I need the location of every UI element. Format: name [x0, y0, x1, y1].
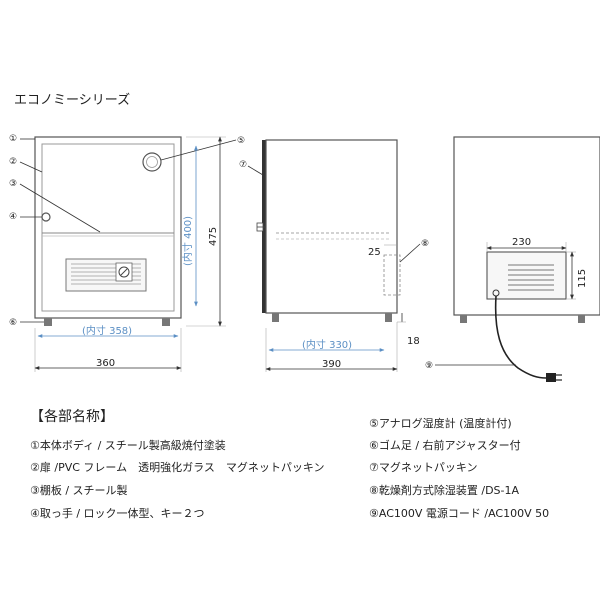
- legend-item-8: ⑧乾燥剤方式除湿装置 /DS-1A: [369, 483, 519, 497]
- callout-4: ④: [9, 212, 17, 222]
- hygrometer-dial: [142, 152, 162, 172]
- front-door-frame: [41, 143, 175, 312]
- front-width: 360: [96, 358, 115, 369]
- legend-heading: 【各部名称】: [30, 409, 114, 425]
- power-cord: [494, 295, 547, 379]
- back-view: ⑨ 230 115: [425, 136, 600, 382]
- callout-2: ②: [9, 157, 17, 167]
- power-plug: [546, 373, 556, 382]
- callout-9: ⑨: [425, 361, 433, 371]
- legend-item-1: ①本体ボディ / スチール製高級焼付塗装: [30, 438, 226, 452]
- legend-item-4: ④取っ手 / ロック一体型、キー２つ: [30, 506, 205, 520]
- side-dehumidifier-outline: [383, 254, 401, 296]
- side-view: ⑦ ⑧ 25 (内寸 330) 390 18: [239, 139, 429, 372]
- front-inner-width: (内寸 358): [82, 324, 132, 337]
- back-unit-width: 230: [512, 237, 531, 248]
- parts-legend: 【各部名称】 ①本体ボディ / スチール製高級焼付塗装 ②扉 /PVC フレーム…: [30, 409, 549, 520]
- front-view: ① ② ③ ④ ⑥ ⑤ (内寸 358) 360 (内寸 400) 475: [9, 134, 245, 372]
- side-body-outline: [265, 139, 398, 314]
- legend-item-9: ⑨AC100V 電源コード /AC100V 50: [369, 506, 549, 520]
- callout-7: ⑦: [239, 160, 247, 170]
- front-right-foot: [162, 318, 170, 326]
- legend-item-6: ⑥ゴム足 / 右前アジャスター付: [369, 438, 521, 452]
- side-offset: 25: [368, 247, 381, 258]
- callout-8: ⑧: [421, 239, 429, 249]
- back-dehumidifier-unit: [486, 251, 567, 300]
- callout-6: ⑥: [9, 318, 17, 328]
- legend-item-5: ⑤アナログ湿度計 (温度計付): [369, 416, 512, 430]
- side-foot-front: [272, 313, 279, 322]
- front-height: 475: [208, 227, 219, 246]
- front-inner-height: (内寸 400): [181, 216, 194, 266]
- back-body-outline: [453, 136, 600, 316]
- callout-5: ⑤: [237, 136, 245, 146]
- legend-item-3: ③棚板 / スチール製: [30, 483, 128, 497]
- front-body-outline: [34, 136, 182, 319]
- side-foot-rear: [385, 313, 392, 322]
- back-unit-height: 115: [577, 269, 588, 288]
- side-door-edge: [262, 140, 266, 313]
- legend-item-2: ②扉 /PVC フレーム 透明強化ガラス マグネットパッキン: [30, 460, 325, 474]
- side-inner-depth: (内寸 330): [302, 338, 352, 351]
- callout-3: ③: [9, 179, 17, 189]
- diagram-title: エコノミーシリーズ: [14, 92, 130, 108]
- side-foot-height: 18: [407, 336, 420, 347]
- handle-lock: [41, 212, 51, 222]
- callout-1: ①: [9, 134, 17, 144]
- legend-item-7: ⑦マグネットパッキン: [369, 460, 478, 474]
- side-depth: 390: [322, 359, 341, 370]
- front-left-foot: [44, 318, 52, 326]
